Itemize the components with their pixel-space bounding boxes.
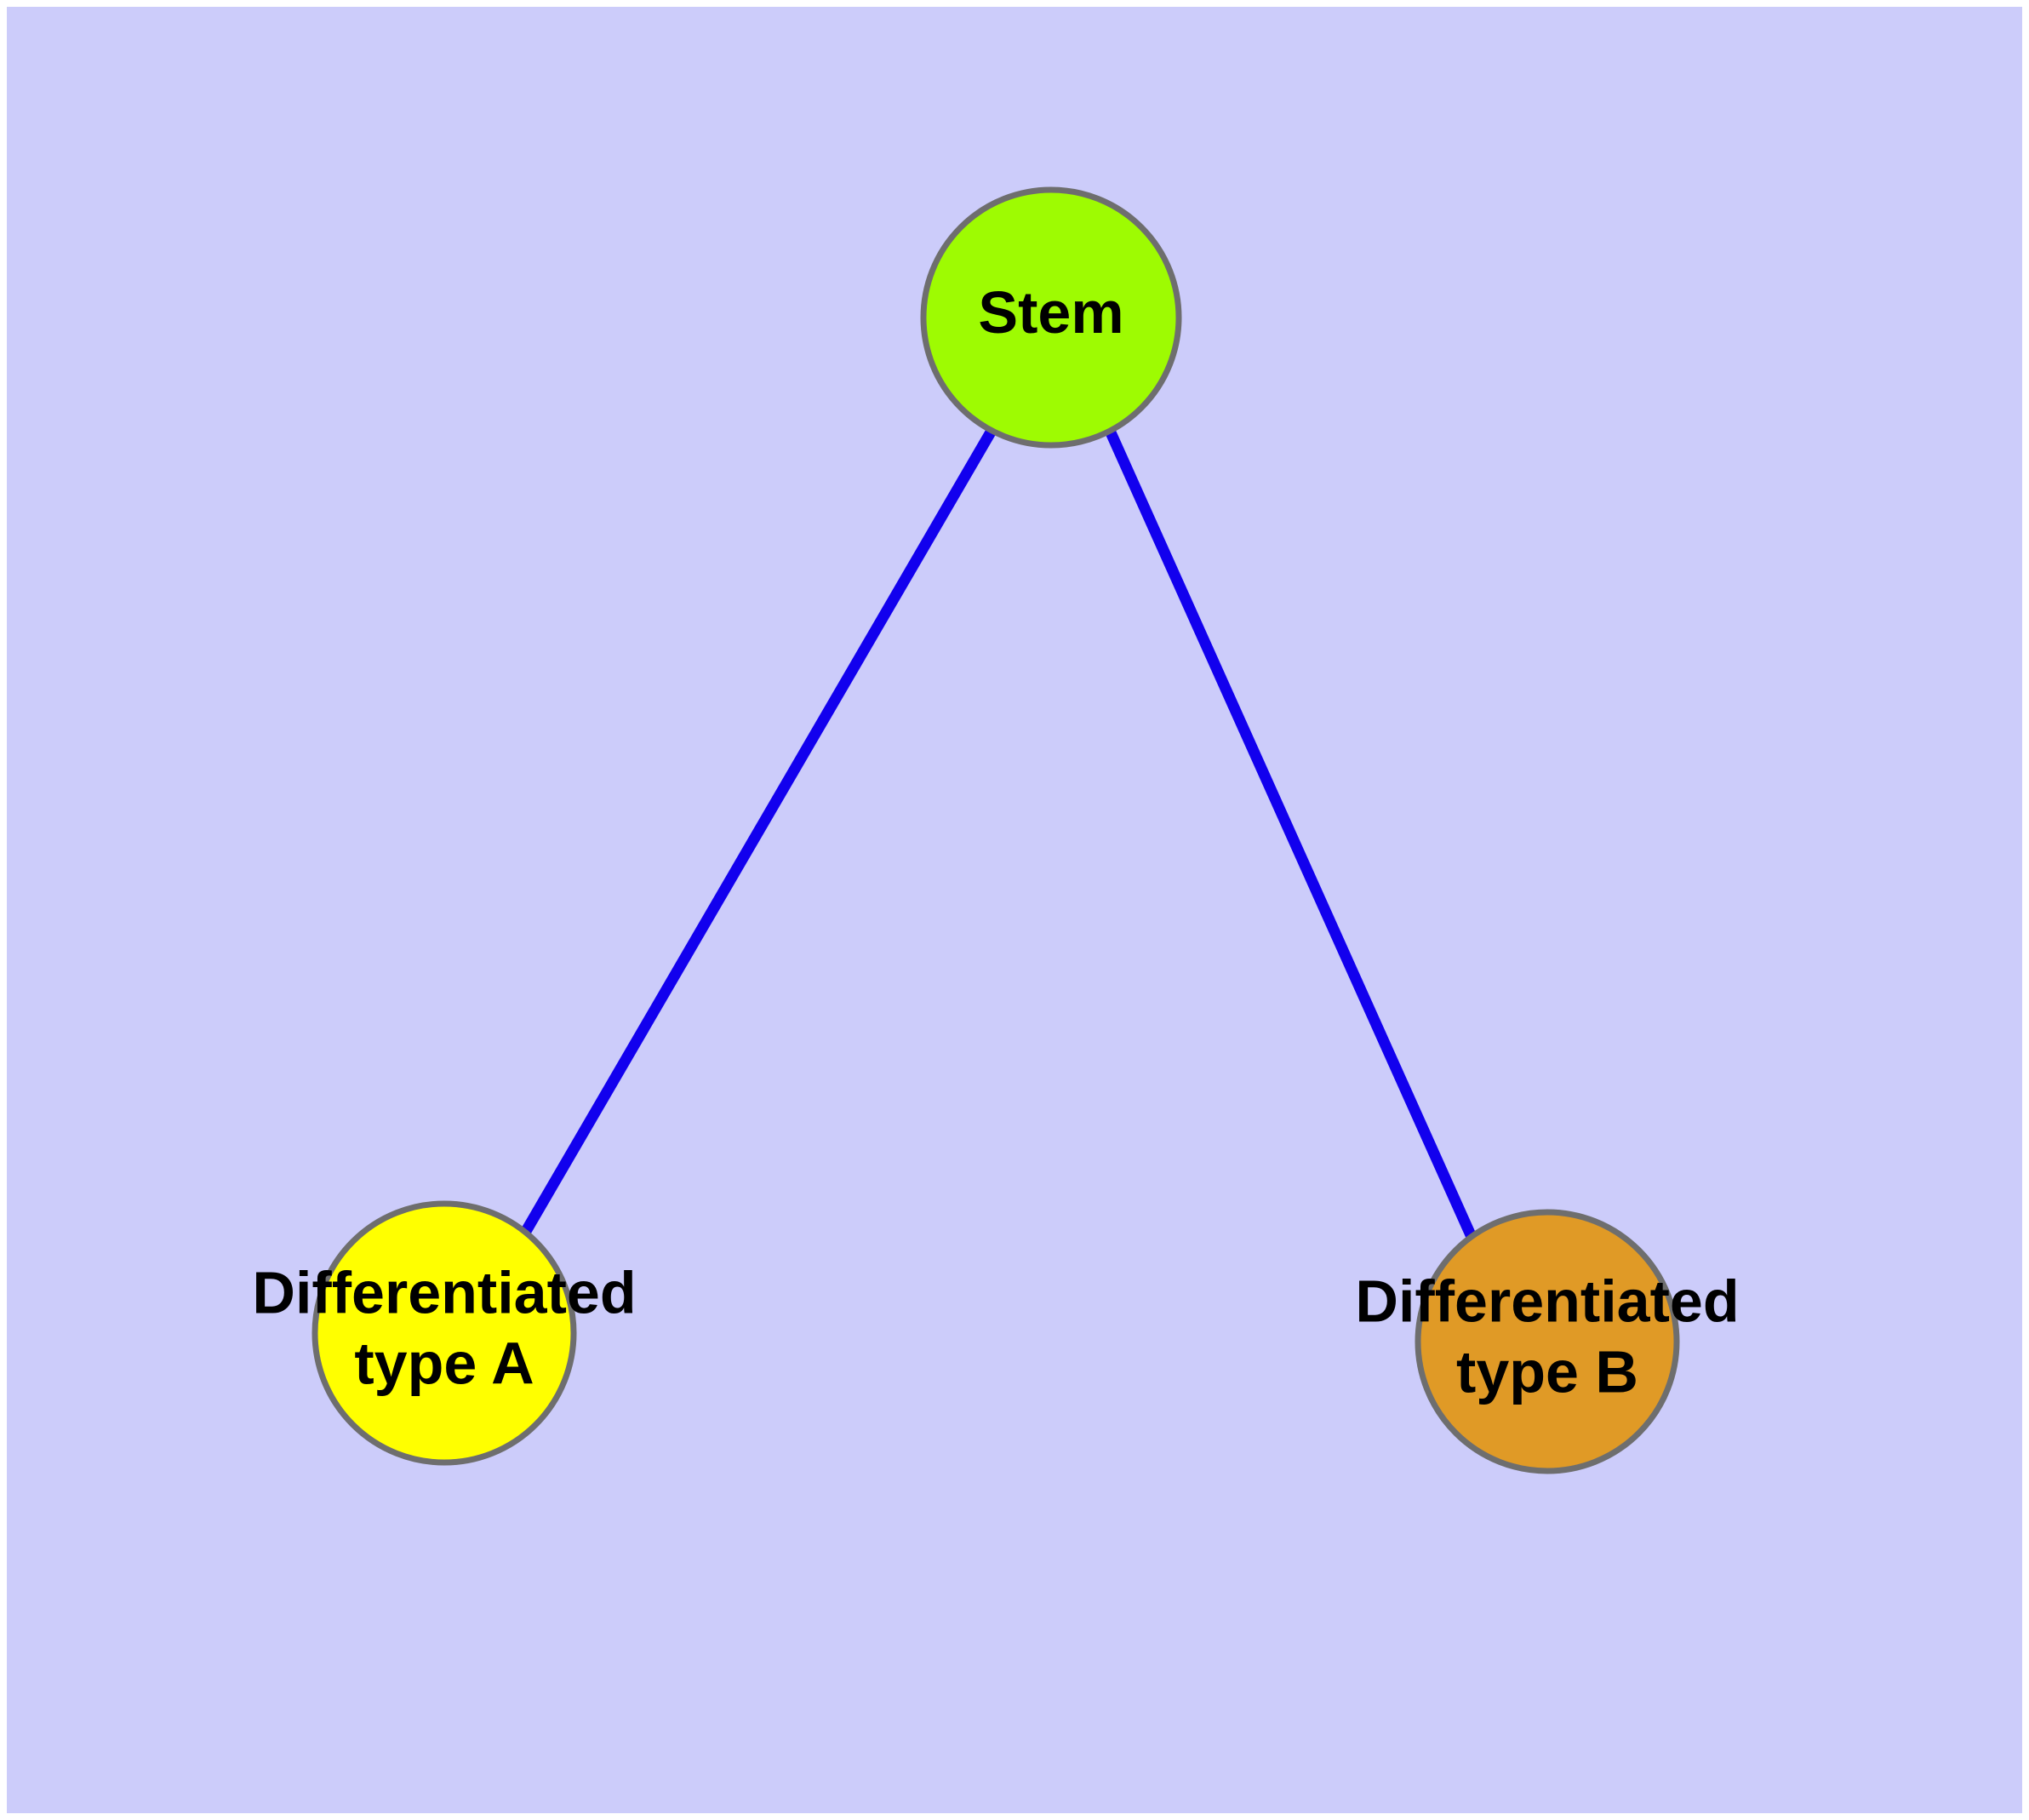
edge-stem-diff_b[interactable] [1106,430,1480,1247]
node-label-line: Stem [978,279,1123,346]
edges-layer [520,427,1480,1247]
node-label-line: Differentiated [1355,1268,1739,1335]
edge-stem-diff_a[interactable] [520,427,997,1236]
node-label-stem: Stem [978,279,1123,346]
node-diff_b[interactable] [1415,1209,1680,1474]
nodes-layer [311,186,1680,1474]
node-diff_a[interactable] [311,1200,577,1466]
node-label-line: Differentiated [252,1260,636,1326]
node-label-line: type A [354,1331,534,1397]
node-stem[interactable] [920,186,1182,449]
node-label-line: type B [1456,1339,1638,1405]
